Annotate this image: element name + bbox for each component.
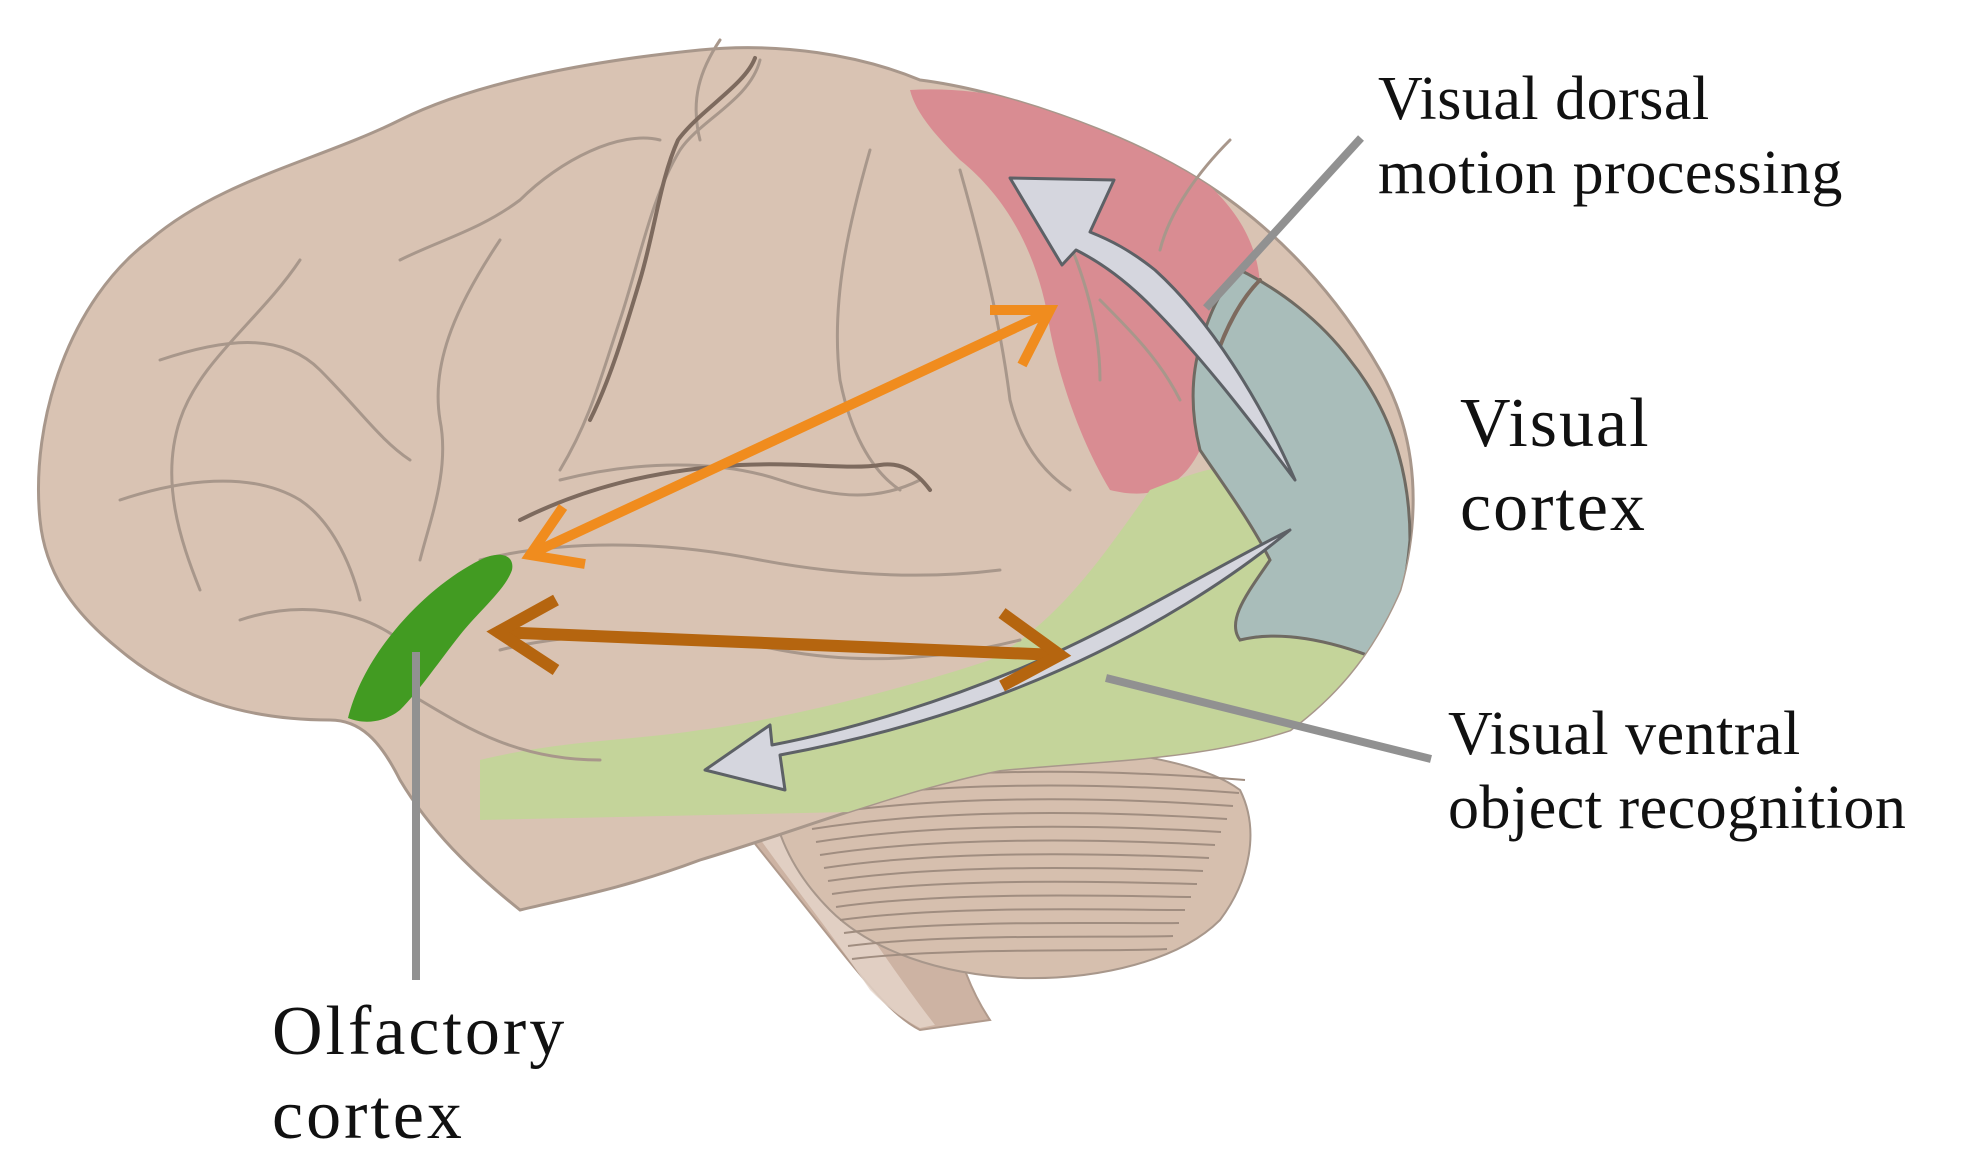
brown-bidirectional-arrow: [486, 594, 1072, 692]
ventral-region: [480, 466, 1400, 820]
ventral-stream-arrow: [703, 528, 1292, 792]
label-visual-cortex-line1: Visual: [1460, 385, 1651, 462]
sulci-lines: [118, 38, 1232, 762]
label-visual-ventral-line1: Visual ventral: [1448, 700, 1801, 768]
label-visual-ventral-line2: object recognition: [1448, 774, 1907, 842]
label-olfactory-cortex: Olfactory cortex: [272, 990, 567, 1158]
cerebellum-folium: [823, 853, 1210, 869]
cerebellum-folium: [851, 948, 1168, 960]
label-visual-cortex: Visual cortex: [1460, 382, 1651, 550]
label-visual-dorsal-line2: motion processing: [1378, 139, 1843, 207]
cerebellum-folium: [839, 908, 1186, 921]
orange-bidirectional-arrow: [521, 305, 1059, 569]
cerebellum-folium: [819, 839, 1216, 856]
cerebellum-folium: [815, 825, 1222, 843]
label-visual-dorsal-line1: Visual dorsal: [1378, 65, 1710, 133]
cerebellum-folium: [831, 880, 1198, 895]
cerebellum-folium: [843, 921, 1180, 934]
leader-line-ventral: [1105, 674, 1432, 763]
cerebellum-folium: [835, 894, 1192, 908]
visual-cortex-region: [1191, 268, 1412, 662]
label-visual-ventral: Visual ventral object recognition: [1448, 697, 1906, 845]
leader-line-dorsal: [1203, 135, 1364, 311]
cerebellum-folium: [811, 812, 1228, 830]
cerebellum-folium: [847, 935, 1174, 947]
cerebellum-folium: [827, 867, 1204, 882]
dorsal-stream-arrow: [1008, 176, 1297, 482]
cerebellum-folium: [807, 798, 1234, 817]
leader-lines: [412, 135, 1432, 980]
label-visual-cortex-line2: cortex: [1460, 469, 1647, 546]
label-olfactory-cortex-line1: Olfactory: [272, 993, 568, 1070]
olfactory-region: [348, 554, 513, 722]
label-visual-dorsal: Visual dorsal motion processing: [1378, 62, 1843, 210]
label-olfactory-cortex-line2: cortex: [272, 1077, 465, 1154]
